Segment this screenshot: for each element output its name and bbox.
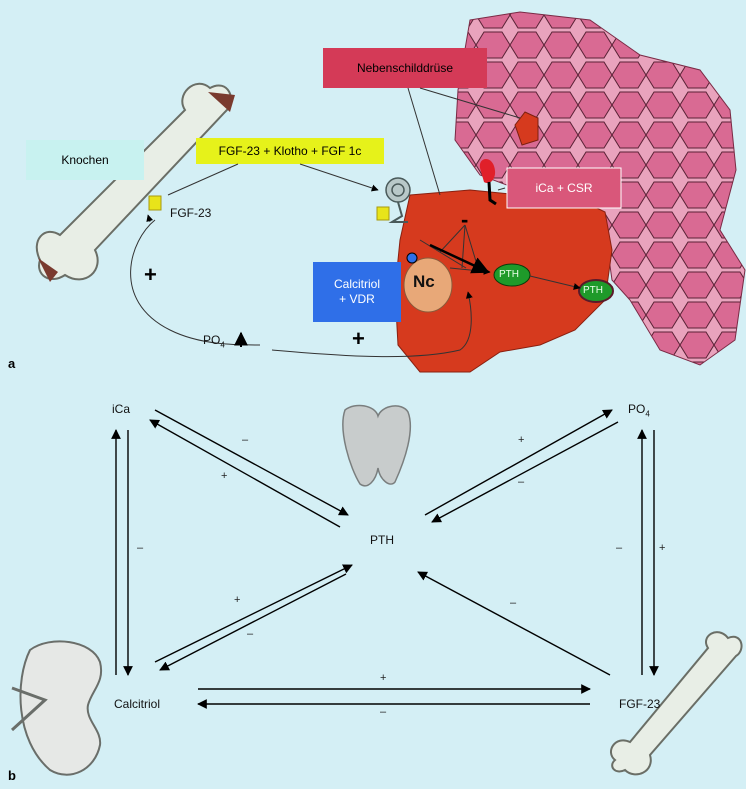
sign-pth-po4: + <box>518 434 525 446</box>
sign-pth-ica: + <box>221 470 228 482</box>
calcitriol-vdr-label: Calcitriol + VDR <box>313 262 401 322</box>
fgf23-molecule-icon <box>148 195 162 211</box>
plus-sign-bottom: + <box>352 326 365 351</box>
arrow-to-pth <box>429 243 490 274</box>
po4-sub-b: 4 <box>645 409 650 419</box>
sign-calcitriol-fgf: + <box>380 672 387 684</box>
pth-cell-2 <box>578 279 614 303</box>
bone-illustration-a <box>35 82 235 282</box>
po4-label-b: PO4 <box>628 402 650 418</box>
ica-label-b: iCa <box>112 402 131 416</box>
sign-po4-fgf: – <box>616 542 623 554</box>
pth-label-b: PTH <box>370 533 394 547</box>
calcitriol-line: Calcitriol <box>333 277 380 291</box>
panel-b <box>10 404 743 776</box>
calcitriol-vdr-box <box>313 262 401 322</box>
sign-fgf-po4: + <box>659 542 666 554</box>
po4-label-a: PO4 <box>203 333 225 349</box>
pth-cell-label-2: PTH <box>583 285 603 296</box>
bone-illustration-b <box>610 631 743 776</box>
panel-a <box>26 11 746 373</box>
nucleus-label: Nc <box>413 272 435 291</box>
thyroid-illustration <box>342 404 412 487</box>
fgf-klotho-box <box>196 138 384 164</box>
fgf23-label-a: FGF-23 <box>170 206 212 220</box>
csr-receptor-icon <box>479 159 496 184</box>
sign-po4-pth: – <box>518 476 525 488</box>
receptor-icon <box>385 177 411 223</box>
knochen-box <box>26 140 144 180</box>
kidney-illustration <box>10 640 103 776</box>
sign-fgf-pth: – <box>510 597 517 609</box>
panel-b-arrows <box>111 409 659 709</box>
minus-sign: - <box>461 207 469 232</box>
po4-text-a: PO <box>203 333 221 347</box>
plus-sign-left: + <box>144 262 157 287</box>
small-red-cell <box>514 111 539 146</box>
knochen-label: Knochen <box>61 152 109 167</box>
ica-csr-box <box>506 167 622 209</box>
panel-b-letter: b <box>8 768 16 783</box>
csr-stem <box>487 181 497 206</box>
sign-ica-pth: – <box>242 434 249 446</box>
vdr-dot <box>406 252 418 264</box>
pth-cell-1 <box>493 263 531 287</box>
fgf-klotho-label: FGF-23 + Klotho + FGF 1c <box>218 143 362 158</box>
nucleus <box>403 257 453 313</box>
panel-a-letter: a <box>8 356 16 371</box>
calcitriol-label-b: Calcitriol <box>114 697 161 711</box>
vdr-line: + VDR <box>339 292 375 306</box>
sign-calcitriol-pth: + <box>234 594 241 606</box>
fgf23-label-b: FGF-23 <box>619 697 661 711</box>
po4-sub-a: 4 <box>220 340 225 350</box>
ica-csr-label: iCa + CSR <box>535 180 593 195</box>
sign-pth-calcitriol: – <box>247 628 254 640</box>
po4-text-b: PO <box>628 402 646 416</box>
sign-ica-calcitriol: – <box>137 542 144 554</box>
nebenschild-box <box>323 48 487 88</box>
nebenschild-label: Nebenschilddrüse <box>356 60 454 75</box>
sign-fgf-calcitriol: – <box>380 706 387 718</box>
fgf23-molecule-icon-2 <box>376 206 390 221</box>
pth-cell-label-1: PTH <box>499 269 519 280</box>
